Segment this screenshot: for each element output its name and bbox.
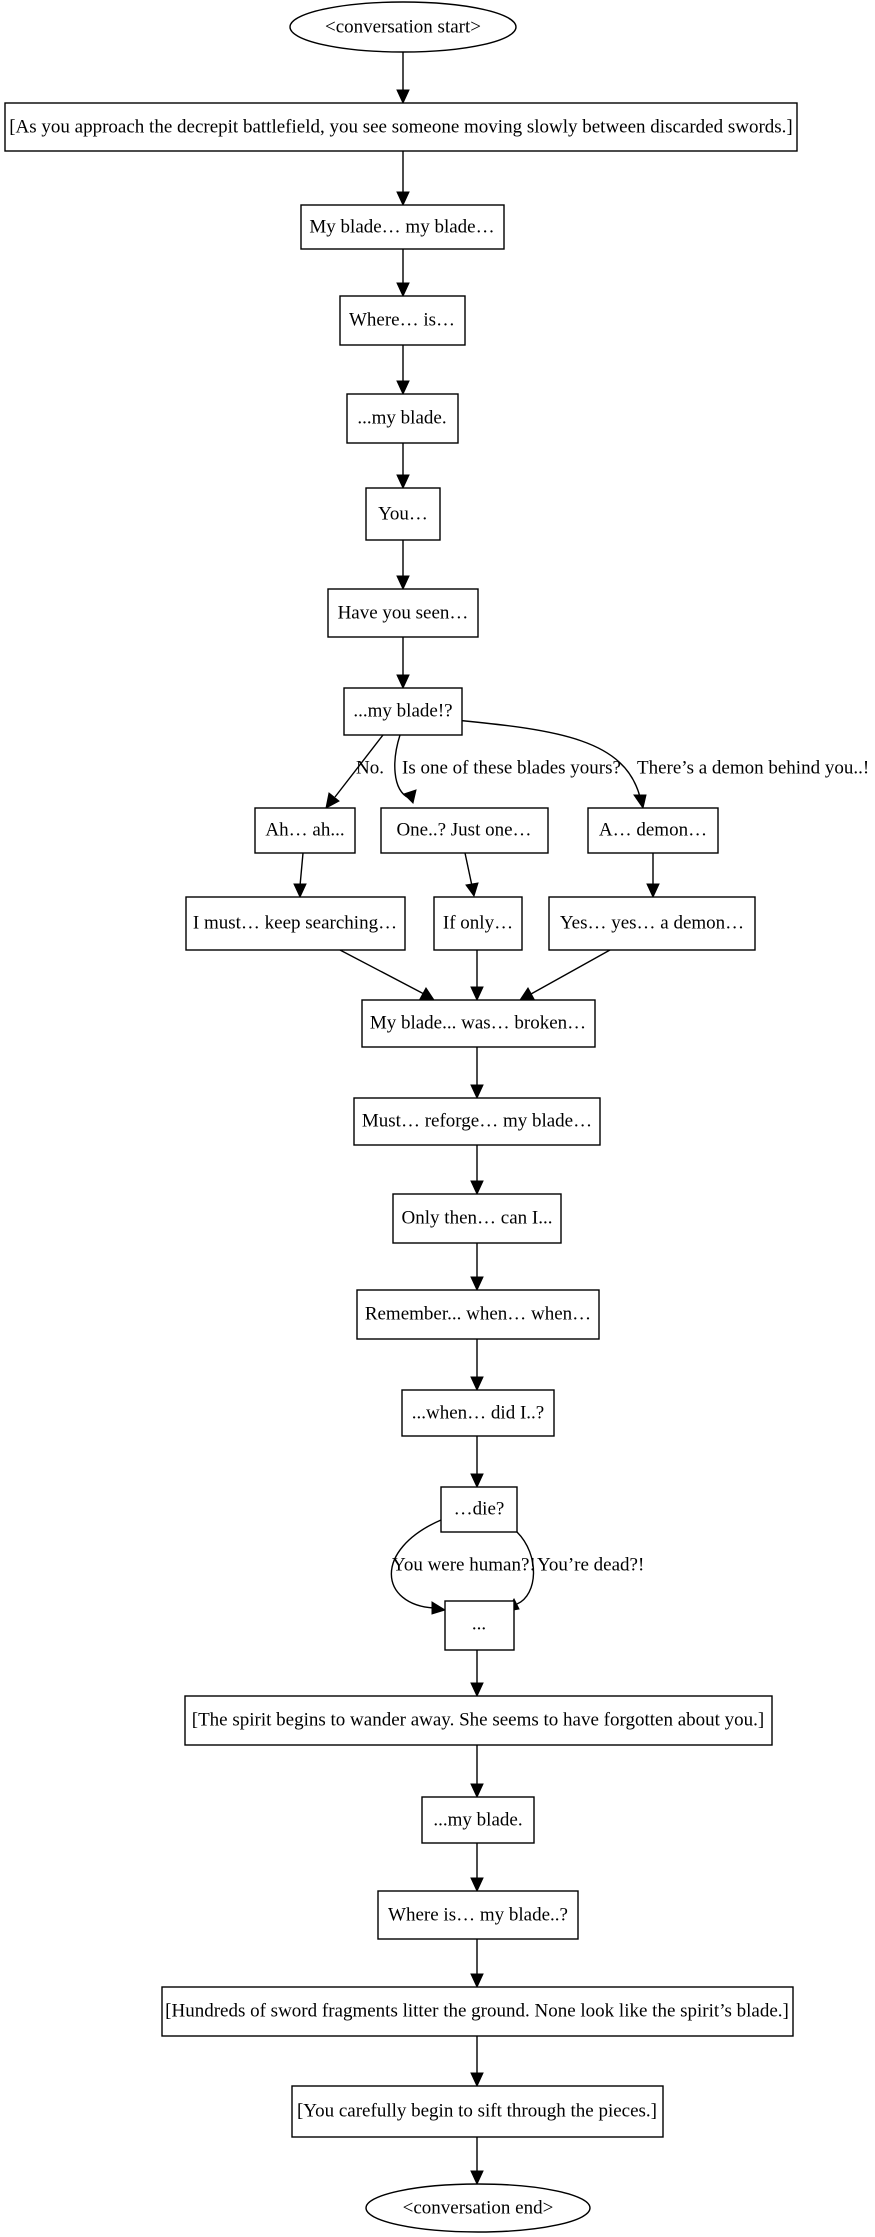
edge-n7-n9: [394, 734, 417, 804]
edge-n7-n8: [325, 734, 384, 809]
node-ah-ah: Ah… ah...: [254, 807, 356, 854]
edge-n6-n7: [396, 637, 410, 690]
edge-n8-n11: [293, 852, 307, 899]
svg-text:[As you approach the decrepit: [As you approach the decrepit battlefiel…: [9, 117, 793, 138]
svg-text:<conversation start>: <conversation start>: [325, 17, 481, 38]
node-when-did-i: ...when… did I..?: [401, 1389, 555, 1437]
edge-n25-end: [470, 2137, 484, 2186]
edge-n14-n15: [470, 1047, 484, 1100]
edge-label-human: You were human?!: [392, 1555, 536, 1576]
node-where-is-my-blade: Where is… my blade..?: [377, 1890, 579, 1940]
svg-text:One..? Just one…: One..? Just one…: [396, 820, 531, 841]
edge-n15-n16: [470, 1145, 484, 1196]
svg-text:<conversation end>: <conversation end>: [403, 2198, 554, 2219]
svg-text:My blade… my blade…: My blade… my blade…: [309, 217, 494, 238]
edge-n13-n14: [519, 949, 611, 1001]
edge-n16-n17: [470, 1243, 484, 1292]
edge-label-dead: You’re dead?!: [537, 1555, 644, 1576]
node-sword-fragments: [Hundreds of sword fragments litter the …: [161, 1986, 794, 2037]
edge-n24-n25: [470, 2036, 484, 2088]
svg-text:Only then… can I...: Only then… can I...: [402, 1208, 553, 1229]
svg-text:...my blade.: ...my blade.: [433, 1810, 522, 1831]
svg-text:I must… keep searching…: I must… keep searching…: [193, 913, 397, 934]
edge-n3-n4: [396, 345, 410, 396]
node-only-then: Only then… can I...: [392, 1193, 562, 1244]
node-if-only: If only…: [433, 896, 523, 951]
node-my-blade-2: ...my blade.: [421, 1796, 535, 1844]
svg-text:...: ...: [472, 1614, 486, 1635]
svg-text:My blade... was… broken…: My blade... was… broken…: [370, 1013, 586, 1034]
svg-text:If only…: If only…: [443, 913, 513, 934]
node-keep-searching: I must… keep searching…: [185, 896, 406, 951]
edge-n23-n24: [470, 1939, 484, 1989]
svg-text:[The spirit begins to wander a: [The spirit begins to wander away. She s…: [192, 1710, 765, 1731]
node-battlefield-intro: [As you approach the decrepit battlefiel…: [4, 102, 798, 152]
node-where-is: Where… is…: [339, 295, 466, 346]
edge-n19-n20-left: [390, 1519, 447, 1615]
edge-n5-n6: [396, 540, 410, 591]
svg-text:Ah… ah...: Ah… ah...: [265, 820, 344, 841]
svg-text:Where… is…: Where… is…: [349, 310, 455, 331]
edge-n10-n13: [646, 853, 660, 899]
svg-text:A… demon…: A… demon…: [599, 820, 707, 841]
node-ellipsis: ...: [444, 1600, 515, 1651]
edge-n4-n5: [396, 443, 410, 490]
svg-text:Where is… my blade..?: Where is… my blade..?: [388, 1905, 568, 1926]
node-my-blade-question: ...my blade!?: [343, 687, 463, 736]
svg-text:...my blade!?: ...my blade!?: [353, 701, 452, 722]
edge-start-n1: [396, 52, 410, 105]
svg-text:[You carefully begin to sift t: [You carefully begin to sift through the…: [297, 2101, 657, 2122]
node-conversation-end: <conversation end>: [365, 2183, 591, 2233]
edge-label-demon: There’s a demon behind you..!: [637, 758, 869, 779]
svg-text:...when… did I..?: ...when… did I..?: [412, 1403, 544, 1424]
edge-n22-n23: [470, 1843, 484, 1893]
node-must-reforge: Must… reforge… my blade…: [353, 1097, 601, 1146]
node-spirit-wanders: [The spirit begins to wander away. She s…: [184, 1695, 773, 1746]
svg-text:Have you seen…: Have you seen…: [338, 603, 469, 624]
node-die: …die?: [440, 1486, 518, 1533]
svg-text:Must… reforge… my blade…: Must… reforge… my blade…: [362, 1111, 592, 1132]
node-blade-was-broken: My blade... was… broken…: [361, 999, 596, 1048]
svg-text:You…: You…: [378, 504, 428, 525]
edge-n20-n21: [470, 1650, 484, 1698]
node-one-just-one: One..? Just one…: [380, 807, 549, 854]
edge-n12-n14: [470, 950, 484, 1002]
svg-text:...my blade.: ...my blade.: [357, 408, 446, 429]
node-my-blade-1: ...my blade.: [346, 393, 459, 444]
node-remember-when: Remember... when… when…: [356, 1289, 600, 1340]
node-sift-pieces: [You carefully begin to sift through the…: [291, 2085, 664, 2138]
edge-n17-n18: [470, 1339, 484, 1392]
edge-n1-n2: [396, 151, 410, 207]
edge-n2-n3: [396, 249, 410, 298]
svg-text:Yes… yes… a demon…: Yes… yes… a demon…: [560, 913, 744, 934]
edge-n9-n12: [464, 852, 479, 898]
node-my-blade-my-blade: My blade… my blade…: [300, 204, 505, 250]
node-conversation-start: <conversation start>: [289, 1, 517, 53]
edge-label-yours: Is one of these blades yours?: [402, 758, 621, 779]
node-yes-a-demon: Yes… yes… a demon…: [548, 896, 756, 951]
svg-text:…die?: …die?: [454, 1499, 505, 1520]
edge-n7-n10: [454, 719, 647, 810]
edge-label-no: No.: [356, 758, 384, 779]
node-have-you-seen: Have you seen…: [327, 588, 479, 638]
node-you: You…: [365, 487, 441, 541]
edge-n18-n19: [470, 1436, 484, 1489]
svg-text:[Hundreds of sword fragments l: [Hundreds of sword fragments litter the …: [165, 2001, 789, 2022]
node-a-demon: A… demon…: [587, 807, 719, 854]
edge-n21-n22: [470, 1745, 484, 1799]
edge-n11-n14: [339, 949, 435, 1001]
svg-text:Remember... when… when…: Remember... when… when…: [365, 1304, 591, 1325]
